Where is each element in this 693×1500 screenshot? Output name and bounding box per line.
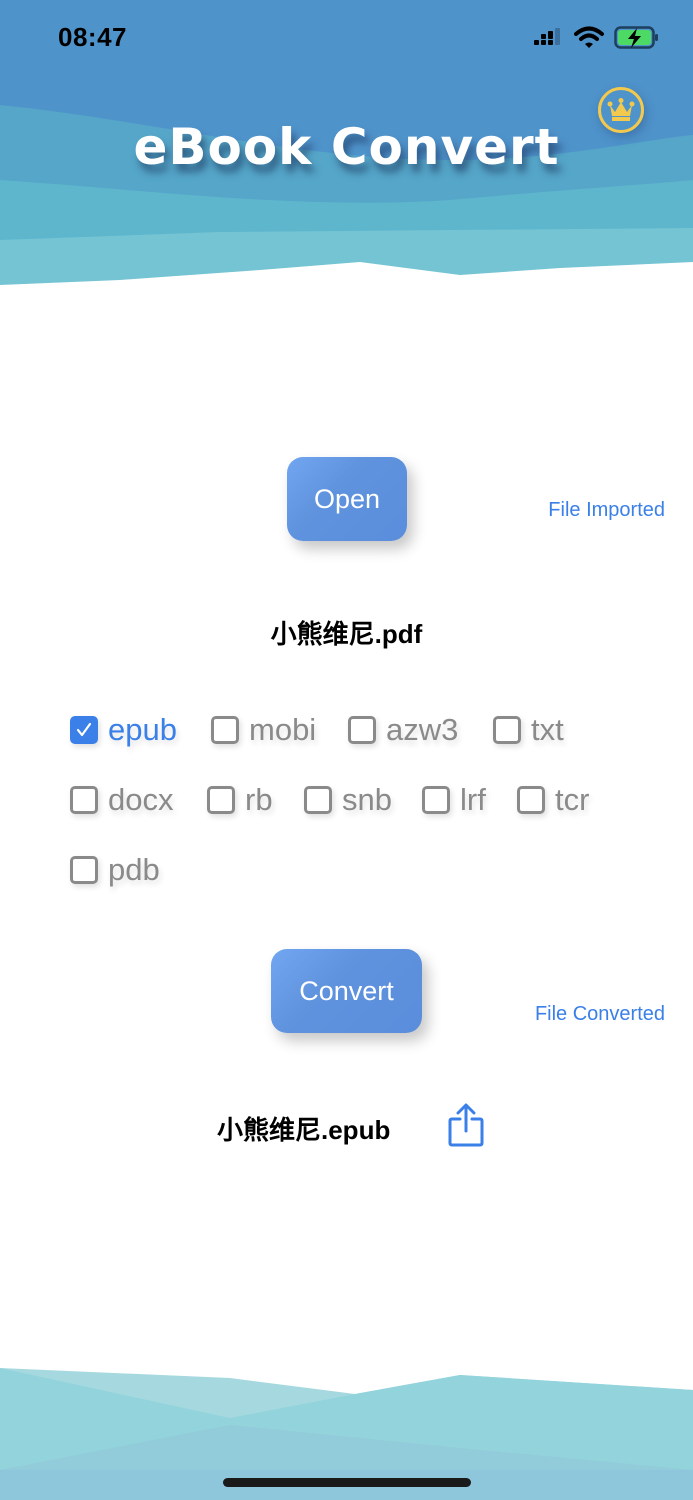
open-button-label: Open xyxy=(313,483,381,514)
format-option-lrf[interactable]: lrf xyxy=(422,782,486,818)
checkbox[interactable] xyxy=(211,716,239,744)
format-option-azw3[interactable]: azw3 xyxy=(348,712,458,748)
format-label: tcr xyxy=(555,782,590,817)
checkmark-icon xyxy=(76,722,92,737)
battery-charging-icon xyxy=(614,26,658,49)
checkbox[interactable] xyxy=(70,856,98,884)
cellular-signal-icon xyxy=(534,28,560,45)
file-imported-status: File Imported xyxy=(548,499,665,521)
wifi-icon xyxy=(574,26,604,48)
input-filename: 小熊维尼.pdf xyxy=(270,619,423,649)
format-label: epub xyxy=(108,712,177,747)
format-label: txt xyxy=(531,712,564,747)
format-option-epub[interactable]: epub xyxy=(70,712,177,748)
checkbox[interactable] xyxy=(207,786,235,814)
share-icon[interactable] xyxy=(447,1103,485,1147)
app-title: eBook Convert xyxy=(133,118,560,176)
format-label: docx xyxy=(108,782,174,817)
checkbox[interactable] xyxy=(348,716,376,744)
premium-button[interactable] xyxy=(598,87,644,133)
format-label: mobi xyxy=(249,712,317,747)
output-filename: 小熊维尼.epub xyxy=(217,1115,391,1145)
format-label: pdb xyxy=(108,852,160,887)
convert-button-label: Convert xyxy=(299,975,394,1006)
checkbox[interactable] xyxy=(70,786,98,814)
convert-button[interactable]: Convert xyxy=(271,949,422,1033)
header-background xyxy=(0,0,693,300)
file-converted-status: File Converted xyxy=(534,1003,665,1025)
checkbox-checked[interactable] xyxy=(70,716,98,744)
status-time: 08:47 xyxy=(58,22,127,52)
footer-background xyxy=(0,1368,693,1500)
checkbox[interactable] xyxy=(422,786,450,814)
format-option-snb[interactable]: snb xyxy=(304,782,392,818)
format-option-tcr[interactable]: tcr xyxy=(517,782,589,818)
format-label: rb xyxy=(245,782,273,817)
checkbox[interactable] xyxy=(493,716,521,744)
checkbox[interactable] xyxy=(517,786,545,814)
format-option-docx[interactable]: docx xyxy=(70,782,173,818)
home-indicator[interactable] xyxy=(223,1478,471,1487)
format-label: snb xyxy=(342,782,392,817)
crown-icon xyxy=(607,98,635,121)
format-option-txt[interactable]: txt xyxy=(493,712,564,748)
format-label: azw3 xyxy=(386,712,459,747)
format-option-rb[interactable]: rb xyxy=(207,782,273,818)
format-label: lrf xyxy=(460,782,486,817)
format-option-mobi[interactable]: mobi xyxy=(211,712,316,748)
checkbox[interactable] xyxy=(304,786,332,814)
open-button[interactable]: Open xyxy=(287,457,407,541)
format-option-pdb[interactable]: pdb xyxy=(70,852,160,888)
